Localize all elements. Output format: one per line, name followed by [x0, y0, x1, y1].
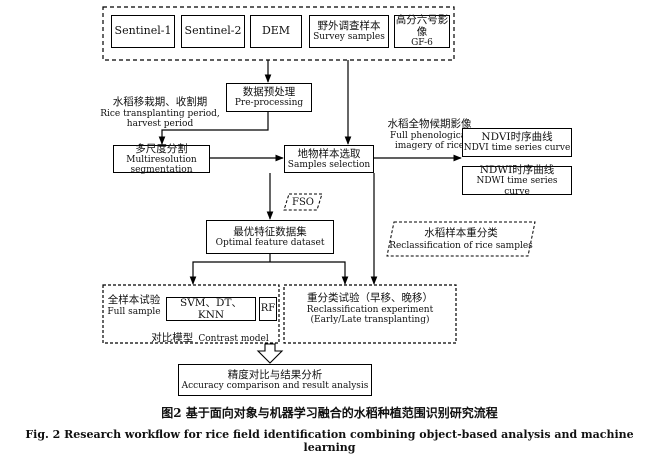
reclass-experiment-label: 重分类试验（早移、晚移） Reclassification experiment…: [286, 292, 454, 326]
box-ndvi-curve: NDVI时序曲线 NDVI time series curve: [462, 128, 572, 157]
phenology-label: 水稻全物候期影像 Full phenological imagery of ri…: [382, 118, 477, 152]
reclassexp-zh: 重分类试验（早移、晚移）: [307, 292, 433, 304]
ndwi-en: NDWI time series curve: [476, 176, 558, 197]
full-sample-group: [102, 284, 280, 344]
arrow-features-to-full: [189, 261, 270, 285]
box-multiresolution-segmentation: 多尺度分割 Multiresolution segmentation: [113, 142, 210, 176]
preprocess-en: Pre-processing: [234, 98, 304, 109]
box-rf: RF: [259, 297, 277, 321]
accuracy-zh: 精度对比与结果分析: [227, 368, 323, 381]
caption-english: Fig. 2 Research workflow for rice field …: [25, 428, 634, 454]
box-sentinel1: Sentinel-1: [111, 15, 175, 48]
box-svm-dt-knn: SVM、DT、KNN: [166, 297, 256, 321]
sampsel-zh: 地物样本选取: [297, 147, 361, 160]
caption-chinese: 图2 基于面向对象与机器学习融合的水稻种植范围识别研究流程: [161, 406, 498, 420]
phenology-en2: imagery of rice: [394, 141, 465, 152]
sentinel1-text: Sentinel-1: [114, 24, 172, 38]
fso-shape: [283, 193, 323, 211]
optfeat-en: Optimal feature dataset: [215, 237, 325, 248]
arrow-features-to-reclass: [270, 261, 349, 285]
multiseg-zh: 多尺度分割: [135, 142, 188, 155]
survey-en: Survey samples: [313, 32, 385, 43]
phenology-zh: 水稻全物候期影像: [387, 118, 472, 130]
fullsample-zh: 全样本试验: [107, 294, 161, 306]
input-data-group: [102, 6, 455, 61]
reclassexp-en1: Reclassification experiment: [306, 304, 434, 315]
box-survey-samples: 野外调查样本 Survey samples: [309, 15, 389, 48]
preprocess-zh: 数据预处理: [242, 86, 296, 99]
full-sample-label: 全样本试验 Full sample: [104, 294, 164, 317]
contrast-en: Contrast model: [198, 334, 269, 344]
reclassexp-en2: (Early/Late transplanting): [310, 315, 430, 326]
box-ndwi-curve: NDWI时序曲线 NDWI time series curve: [462, 164, 572, 197]
dem-text: DEM: [261, 24, 291, 38]
optfeat-zh: 最优特征数据集: [233, 225, 307, 238]
sentinel2-text: Sentinel-2: [184, 24, 242, 38]
survey-zh: 野外调查样本: [317, 20, 381, 33]
arrow-preprocess-to-multiseg: [158, 112, 269, 145]
contrast-zh: 对比模型: [151, 332, 194, 344]
multiseg-en: Multiresolution segmentation: [126, 154, 197, 176]
reclassrice-en: Reclassification of rice samples: [389, 241, 533, 251]
gf6-zh: 高分六号影像: [395, 14, 449, 39]
gf6-en: GF-6: [411, 38, 433, 49]
reclassrice-zh: 水稻样本重分类: [424, 227, 498, 239]
rice-period-en1: Rice transplanting period,: [100, 108, 220, 119]
fullsample-en: Full sample: [107, 306, 161, 317]
box-gf6: 高分六号影像 GF-6: [394, 14, 450, 49]
fso-marker: FSO: [283, 193, 323, 211]
box-sentinel2: Sentinel-2: [181, 15, 245, 48]
models-text: SVM、DT、KNN: [180, 296, 242, 321]
sampsel-en: Samples selection: [287, 159, 371, 170]
ndwi-zh: NDWI时序曲线: [479, 164, 555, 177]
box-preprocessing: 数据预处理 Pre-processing: [226, 83, 312, 112]
ndvi-en: NDVI time series curve: [463, 143, 571, 154]
rice-period-zh: 水稻移栽期、收割期: [112, 96, 208, 108]
fso-text: FSO: [292, 196, 314, 208]
reclass-rice-shape: [386, 221, 536, 257]
box-accuracy-analysis: 精度对比与结果分析 Accuracy comparison and result…: [178, 364, 372, 396]
box-samples-selection: 地物样本选取 Samples selection: [284, 145, 374, 173]
rf-text: RF: [260, 303, 276, 315]
rice-period-en2: harvest period: [126, 119, 194, 130]
reclass-rice-samples: 水稻样本重分类 Reclassification of rice samples: [386, 221, 536, 257]
rice-period-label: 水稻移栽期、收割期 Rice transplanting period, har…: [95, 96, 225, 130]
box-optimal-feature-dataset: 最优特征数据集 Optimal feature dataset: [206, 220, 334, 254]
reclass-experiment-group: [283, 284, 457, 344]
contrast-model-label: 对比模型 Contrast model: [150, 326, 270, 345]
accuracy-en: Accuracy comparison and result analysis: [181, 380, 369, 391]
box-dem: DEM: [250, 15, 302, 48]
phenology-en1: Full phenological: [390, 130, 469, 141]
ndvi-zh: NDVI时序曲线: [481, 131, 553, 144]
hollow-down-arrow: [256, 343, 284, 364]
